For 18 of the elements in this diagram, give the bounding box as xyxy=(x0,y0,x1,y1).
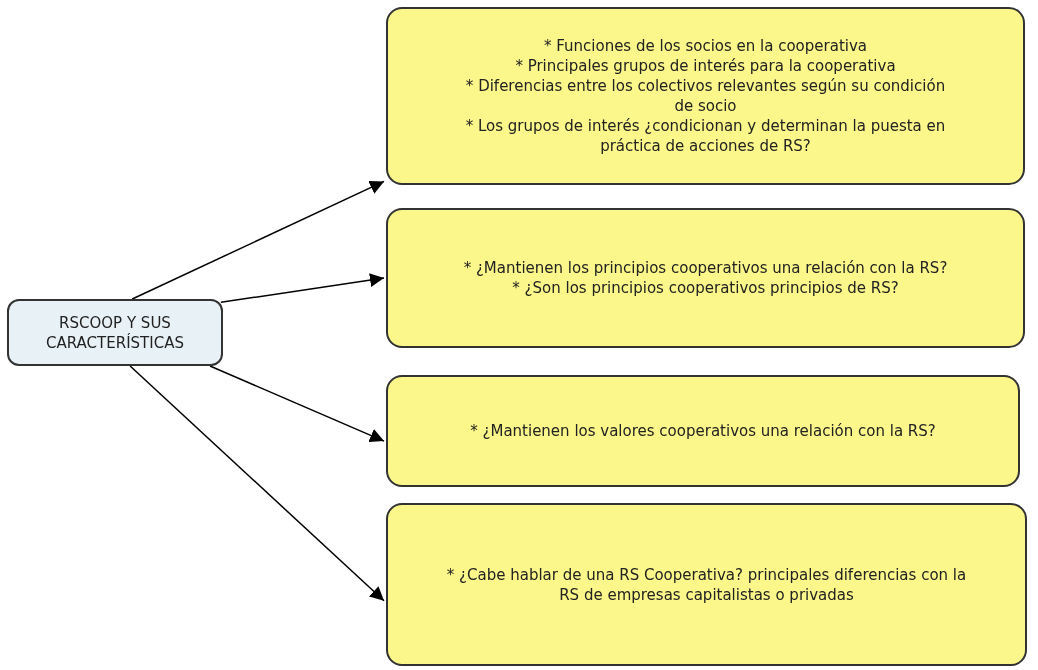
concept-box xyxy=(386,375,1020,487)
arrow xyxy=(209,365,385,442)
arrow xyxy=(131,180,385,300)
concept-text: * ¿Mantienen los principios cooperativos una relación con la RS? xyxy=(463,258,948,278)
arrow xyxy=(129,365,385,602)
concept-text: * ¿Mantienen los valores cooperativos una relación con la RS? xyxy=(470,421,936,441)
concept-box xyxy=(386,503,1027,666)
concept-text: * Los grupos de interés ¿condicionan y determinan la puesta en práctica de acciones de RS? xyxy=(465,116,946,156)
concept-text: * Principales grupos de interés para la cooperativa xyxy=(515,56,896,76)
concept-text: * ¿Cabe hablar de una RS Cooperativa? principales diferencias con la RS de empresas capitalistas o privadas xyxy=(446,564,967,605)
concept-box xyxy=(386,208,1025,348)
concept-box xyxy=(386,7,1025,185)
concept-text: * Funciones de los socios en la cooperativa xyxy=(543,36,868,56)
arrow xyxy=(220,273,385,304)
concept-text: * Diferencias entre los colectivos relevantes según su condición de socio xyxy=(465,76,946,116)
concept-text: * ¿Son los principios cooperativos principios de RS? xyxy=(512,278,899,298)
concept-box xyxy=(7,299,223,366)
concept-text: RSCOOP Y SUS CARACTERÍSTICAS xyxy=(45,312,185,353)
